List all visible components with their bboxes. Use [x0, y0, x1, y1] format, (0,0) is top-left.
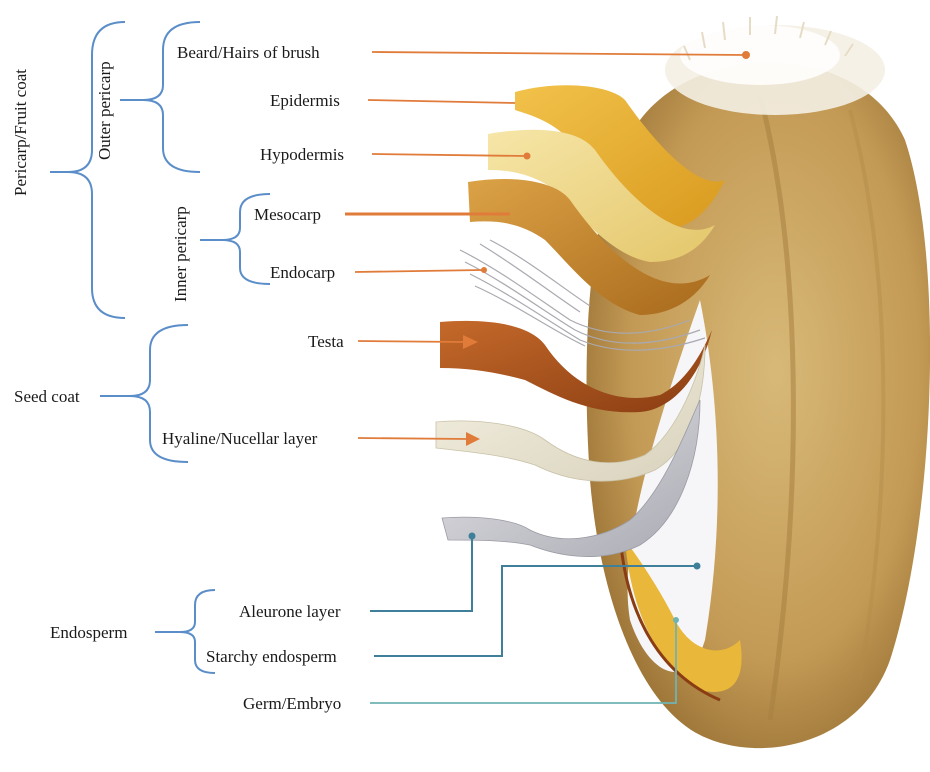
label-starchy: Starchy endosperm: [206, 647, 337, 666]
label-epidermis: Epidermis: [270, 91, 340, 110]
group-outer-pericarp: Outer pericarp: [95, 61, 114, 160]
brush-hairs: [665, 16, 885, 115]
hypodermis-pointer-dot: [524, 153, 531, 160]
label-germ: Germ/Embryo: [243, 694, 341, 713]
grain-illustration: [436, 16, 930, 748]
grouping-brackets: [50, 22, 270, 673]
label-mesocarp: Mesocarp: [254, 205, 321, 224]
beard-pointer-dot: [742, 51, 750, 59]
testa-pointer: [358, 341, 465, 342]
group-pericarp: Pericarp/Fruit coat: [11, 69, 30, 196]
label-hypodermis: Hypodermis: [260, 145, 344, 164]
group-seed-coat: Seed coat: [14, 387, 80, 406]
aleurone-pointer: [370, 538, 472, 611]
germ-pointer-dot: [673, 617, 679, 623]
label-beard: Beard/Hairs of brush: [177, 43, 320, 62]
endocarp-pointer: [355, 270, 482, 272]
label-aleurone: Aleurone layer: [239, 602, 341, 621]
aleurone-pointer-dot: [469, 533, 476, 540]
label-hyaline: Hyaline/Nucellar layer: [162, 429, 318, 448]
endocarp-pointer-dot: [481, 267, 487, 273]
hyaline-pointer: [358, 438, 468, 439]
starchy-pointer-dot: [694, 563, 701, 570]
epidermis-pointer: [368, 100, 515, 103]
layer-labels: Beard/Hairs of brush Epidermis Hypodermi…: [162, 43, 344, 713]
label-testa: Testa: [308, 332, 344, 351]
group-endosperm: Endosperm: [50, 623, 127, 642]
label-endocarp: Endocarp: [270, 263, 335, 282]
group-inner-pericarp: Inner pericarp: [171, 206, 190, 302]
